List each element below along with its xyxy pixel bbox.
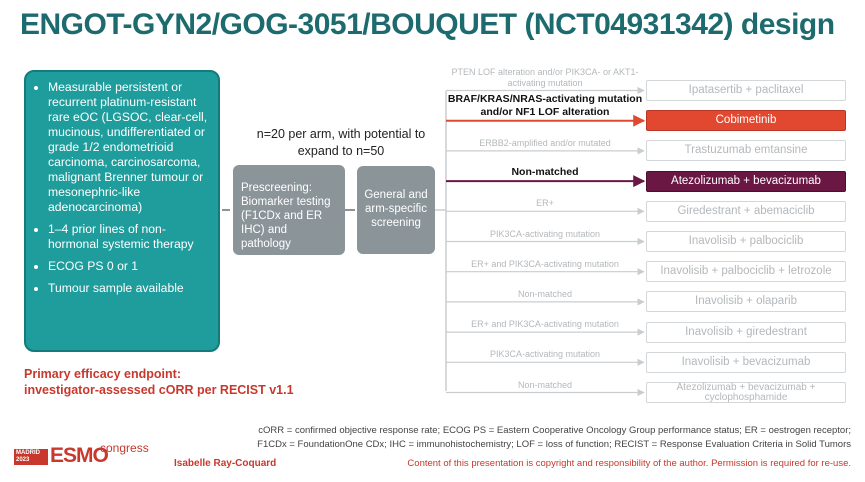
slide-title: ENGOT-GYN2/GOG-3051/BOUQUET (NCT04931342… [20,8,835,41]
endpoint-line: Primary efficacy endpoint: [24,367,181,381]
prescreening-box: Prescreening: Biomarker testing (F1CDx a… [233,165,345,255]
biomarker-label: ERBB2-amplified and/or mutated [479,137,611,148]
treatment-arm: Ipatasertib + paclitaxel [646,80,846,101]
treatment-arm: Atezolizumab + bevacizumab [646,170,846,192]
treatment-arm: Inavolisib + olaparib [646,291,846,313]
biomarker-label: PIK3CA-activating mutation [489,349,601,360]
footnote: cORR = confirmed objective response rate… [251,424,851,452]
logo-city: MADRID [16,450,40,456]
endpoint-line: investigator-assessed cORR per RECIST v1… [24,383,294,397]
logo-year: 2023 [16,457,30,463]
treatment-arm: Inavolisib + palbociclib [646,231,846,252]
biomarker-label: Non-matched [511,166,579,179]
footnote-line: cORR = confirmed objective response rate… [258,425,851,436]
treatment-arm: Cobimetinib [646,110,846,132]
treatment-arm: Giredestrant + abemaciclib [646,200,846,222]
biomarker-label: ER+ [536,198,554,209]
treatment-arm: Inavolisib + giredestrant [646,321,846,343]
sample-size-note: n=20 per arm, with potential to expand t… [256,127,426,158]
biomarker-label: ER+ and PIK3CA-activating mutation [471,258,619,269]
biomarker-label: PIK3CA-activating mutation [489,228,601,239]
eligibility-item: Tumour sample available [48,281,210,296]
biomarker-label: ER+ and PIK3CA-activating mutation [471,319,619,330]
eligibility-item: ECOG PS 0 or 1 [48,259,210,274]
eligibility-item: 1–4 prior lines of non-hormonal systemic… [48,222,210,252]
treatment-arm: Trastuzumab emtansine [646,140,846,162]
logo-suffix: congress [100,441,149,455]
biomarker-label: Non-matched [517,379,573,390]
eligibility-box: Measurable persistent or recurrent plati… [24,70,220,352]
copyright-notice: Content of this presentation is copyrigh… [407,458,851,469]
biomarker-label: BRAF/KRAS/NRAS-activating mutation and/o… [447,92,643,118]
treatment-arm: Atezolizumab + bevacizumab + cyclophosph… [646,382,846,403]
treatment-arm: Inavolisib + palbociclib + letrozole [646,261,846,283]
congress-location-badge: MADRID 2023 [14,449,48,465]
esmo-logo: ESMO [50,444,109,467]
screening-box: General and arm-specific screening [357,166,435,254]
biomarker-label: Non-matched [517,288,573,299]
biomarker-label: PTEN LOF alteration and/or PIK3CA- or AK… [451,66,639,88]
treatment-arm: Inavolisib + bevacizumab [646,351,846,373]
author-name: Isabelle Ray-Coquard [174,458,277,469]
footnote-line: F1CDx = FoundationOne CDx; IHC = immunoh… [257,439,851,450]
primary-endpoint: Primary efficacy endpoint: investigator-… [24,366,294,398]
eligibility-item: Measurable persistent or recurrent plati… [48,80,210,215]
